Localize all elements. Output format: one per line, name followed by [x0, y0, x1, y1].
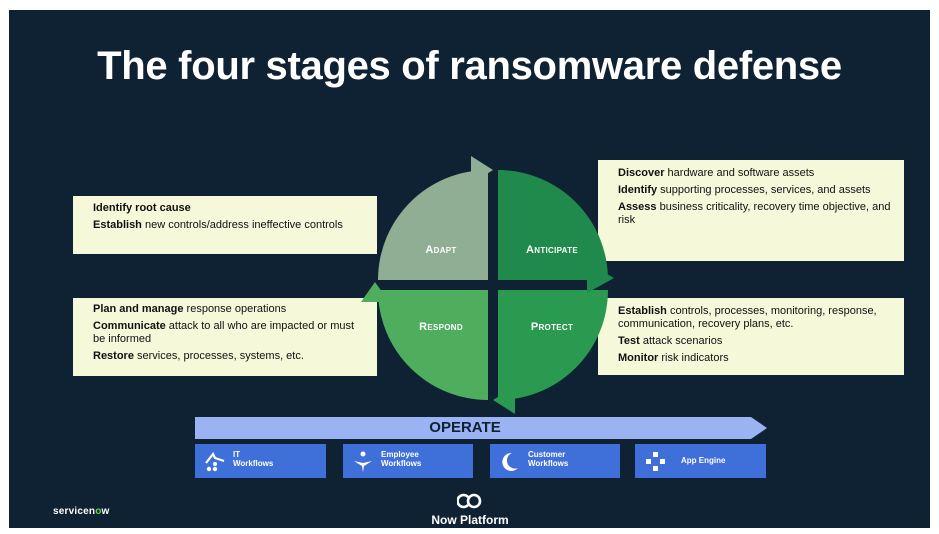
now-platform-label: Now Platform	[431, 513, 509, 527]
protect-item-1: Establish controls, processes, monitorin…	[618, 305, 877, 330]
operate-arrow	[195, 417, 767, 439]
now-platform-icon	[457, 493, 482, 509]
respond-item-3: Restore services, processes, systems, et…	[93, 350, 304, 362]
anticipate-label: Anticipate	[526, 244, 578, 256]
employee-workflows-icon	[354, 451, 372, 472]
customer-workflows-label: Customer Workflows	[528, 450, 569, 468]
respond-quadrant	[378, 290, 488, 400]
slide-title: The four stages of ransomware defense	[97, 44, 842, 88]
app-engine-tile: App Engine	[635, 444, 766, 478]
respond-details-box: Plan and manage response operations Comm…	[73, 298, 377, 376]
arrowhead-adapt-to-anticipate	[471, 156, 493, 184]
adapt-item-1: Identify root cause	[93, 202, 191, 214]
anticipate-item-2: Identify supporting processes, services,…	[618, 184, 871, 196]
adapt-label: Adapt	[425, 244, 456, 256]
defense-cycle-diagram: Adapt Anticipate Respond Protect	[361, 156, 614, 414]
operate-label: OPERATE	[429, 419, 501, 436]
adapt-item-2: Establish new controls/address ineffecti…	[93, 219, 343, 231]
arrowhead-respond-to-adapt	[361, 282, 389, 302]
respond-item-2: Communicate attack to all who are impact…	[93, 320, 355, 345]
anticipate-quadrant	[498, 170, 608, 280]
customer-workflows-icon	[502, 452, 518, 471]
protect-label: Protect	[531, 321, 573, 333]
arrowhead-protect-to-respond	[493, 386, 515, 414]
anticipate-details-box: Discover hardware and software assets Id…	[598, 160, 904, 261]
arrowhead-anticipate-to-protect	[587, 263, 614, 293]
respond-item-1: Plan and manage response operations	[93, 303, 287, 315]
protect-item-3: Monitor risk indicators	[618, 352, 729, 364]
protect-item-2: Test attack scenarios	[618, 335, 723, 347]
app-engine-icon	[646, 452, 665, 471]
slide: The four stages of ransomware defense Id…	[9, 10, 930, 528]
servicenow-logo: servicenow	[53, 506, 110, 517]
employee-workflows-label: Employee Workflows	[381, 450, 422, 468]
protect-quadrant	[498, 290, 608, 400]
it-workflows-tile: IT Workflows	[195, 444, 326, 478]
adapt-details-box: Identify root cause Establish new contro…	[73, 196, 377, 254]
customer-workflows-tile: Customer Workflows	[490, 444, 620, 478]
it-workflows-label: IT Workflows	[233, 450, 274, 468]
employee-workflows-tile: Employee Workflows	[343, 444, 473, 478]
protect-details-box: Establish controls, processes, monitorin…	[598, 298, 904, 375]
respond-label: Respond	[419, 321, 463, 333]
anticipate-item-3: Assess business criticality, recovery ti…	[618, 201, 891, 226]
app-engine-label: App Engine	[681, 456, 726, 465]
it-workflows-icon	[205, 451, 225, 472]
anticipate-item-1: Discover hardware and software assets	[618, 167, 815, 179]
adapt-quadrant	[378, 170, 488, 280]
